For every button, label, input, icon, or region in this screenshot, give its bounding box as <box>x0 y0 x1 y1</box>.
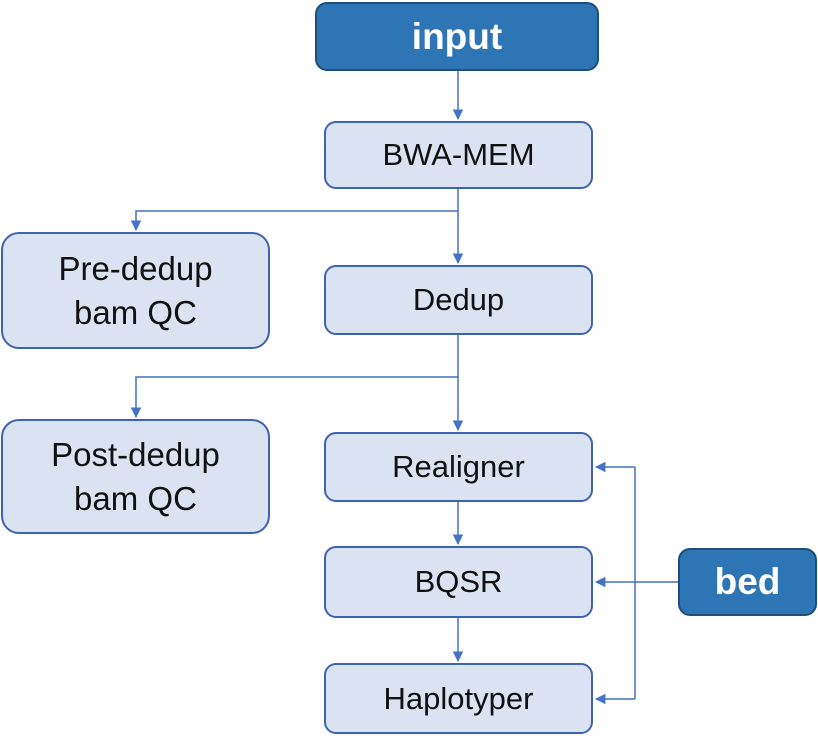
arrow-dedup-to-post-dedup-qc <box>130 376 458 419</box>
bqsr-node: BQSR <box>324 546 593 618</box>
arrow-bwa-mem-to-pre-dedup-qc <box>130 210 458 232</box>
dedup-node: Dedup <box>324 265 593 335</box>
bed-node: bed <box>678 548 817 616</box>
post-dedup-qc-node: Post-dedup bam QC <box>1 419 270 534</box>
bwa-mem-node: BWA-MEM <box>324 121 593 189</box>
input-node: input <box>315 2 599 71</box>
pre-dedup-qc-node: Pre-dedup bam QC <box>1 232 270 349</box>
realigner-node: Realigner <box>324 432 593 502</box>
haplotyper-node: Haplotyper <box>324 663 593 734</box>
